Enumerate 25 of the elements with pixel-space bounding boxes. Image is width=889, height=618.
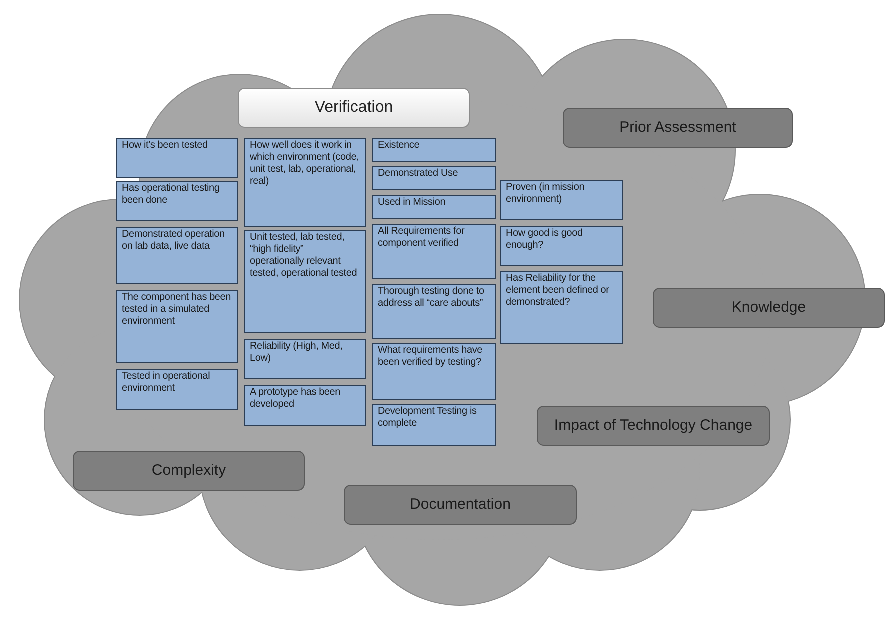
criterion-box: Used in Mission [372, 195, 496, 219]
criterion-box: A prototype has been developed [244, 385, 366, 426]
category-box: Prior Assessment [563, 108, 793, 148]
criterion-box: Has Reliability for the element been defined or demonstrated? [500, 271, 623, 344]
criterion-box: All Requirements for component verified [372, 224, 496, 279]
criterion-box: Tested in operational environment [116, 369, 238, 410]
criterion-box: Demonstrated operation on lab data, live data [116, 227, 238, 284]
category-box: Impact of Technology Change [537, 406, 770, 446]
criterion-box: How good is good enough? [500, 226, 623, 266]
criterion-box: Proven (in mission environment) [500, 180, 623, 220]
criterion-box: Reliability (High, Med, Low) [244, 339, 366, 379]
criterion-box: Unit tested, lab tested, “high fidelity” operationally relevant tested, operational tested [244, 230, 366, 333]
criterion-box: Has operational testing been done [116, 181, 238, 221]
criterion-box: How well does it work in which environment (code, unit test, lab, operational, real) [244, 138, 366, 227]
criterion-box: Development Testing is complete [372, 404, 496, 446]
criterion-box: What requirements have been verified by testing? [372, 343, 496, 400]
category-box: Complexity [73, 451, 305, 491]
criterion-box: The component has been tested in a simulated environment [116, 290, 238, 363]
criterion-box: Existence [372, 138, 496, 162]
criterion-box: Demonstrated Use [372, 166, 496, 190]
category-box: Documentation [344, 485, 577, 525]
title-box: Verification [238, 88, 470, 128]
criterion-box: Thorough testing done to address all “care abouts” [372, 284, 496, 339]
category-box: Knowledge [653, 288, 885, 328]
criterion-box: How it’s been tested [116, 138, 238, 178]
